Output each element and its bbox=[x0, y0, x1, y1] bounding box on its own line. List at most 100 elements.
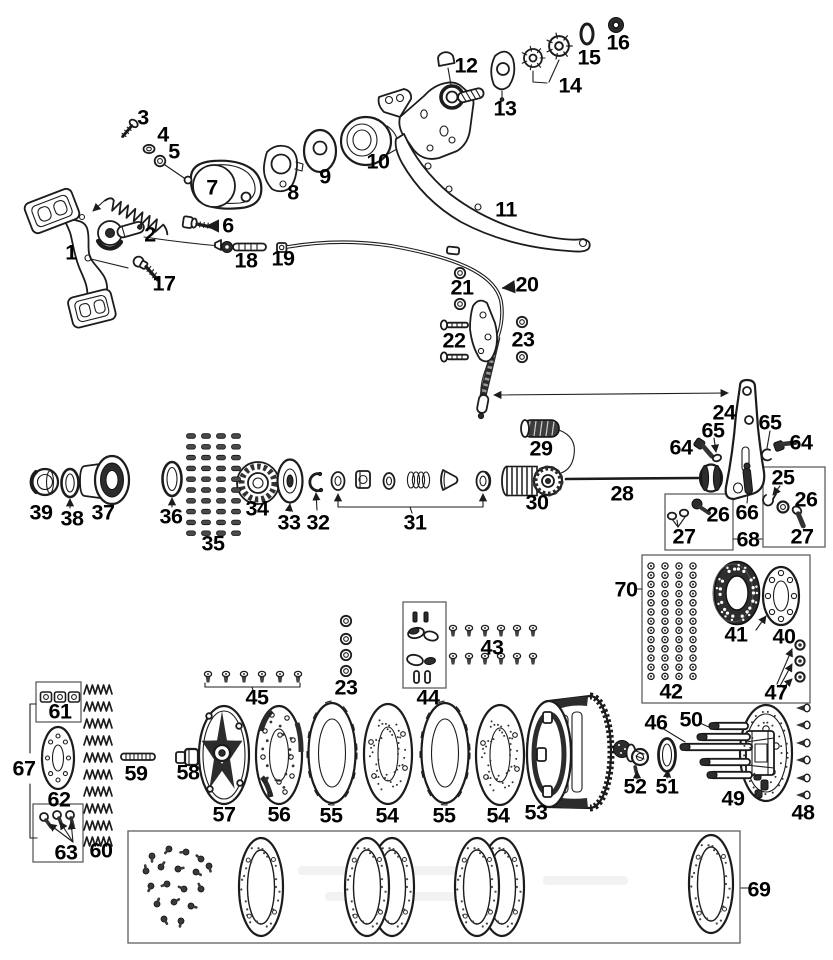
part-30-pushrod-gear bbox=[501, 465, 564, 497]
part-18-cable-adjuster bbox=[214, 239, 267, 253]
part-19-nut bbox=[276, 242, 288, 253]
part-label-32: 32 bbox=[307, 511, 330, 535]
part-label-22: 22 bbox=[443, 329, 466, 353]
part-label-48: 48 bbox=[792, 801, 815, 825]
part-label-44: 44 bbox=[417, 686, 440, 710]
group-67-bracket bbox=[29, 703, 38, 839]
part-label-28: 28 bbox=[611, 482, 634, 506]
part-55-steel-plate-2 bbox=[419, 700, 471, 806]
group-boxes bbox=[32, 466, 826, 944]
part-label-62: 62 bbox=[48, 788, 71, 812]
part-53-clutch-drum bbox=[525, 692, 615, 812]
part-label-14: 14 bbox=[559, 74, 582, 98]
part-label-1: 1 bbox=[65, 241, 77, 265]
part-55-steel-plate-1 bbox=[306, 700, 358, 806]
part-label-2: 2 bbox=[144, 223, 156, 247]
part-label-64: 64 bbox=[790, 431, 813, 455]
part-65-washer-left bbox=[711, 453, 723, 463]
part-label-24: 24 bbox=[713, 401, 736, 425]
part-label-60: 60 bbox=[90, 839, 113, 863]
part-label-27: 27 bbox=[673, 525, 696, 549]
part-label-65: 65 bbox=[759, 411, 782, 435]
part-39-bearing bbox=[29, 467, 60, 497]
part-label-19: 19 bbox=[272, 247, 295, 271]
part-3-screw bbox=[121, 118, 139, 138]
part-38-ring bbox=[60, 467, 80, 499]
group-61-nuts bbox=[35, 681, 82, 723]
part-label-41: 41 bbox=[725, 623, 748, 647]
part-label-55: 55 bbox=[433, 804, 456, 828]
part-label-57: 57 bbox=[213, 803, 236, 827]
part-32-c-clip bbox=[308, 471, 324, 493]
parts-44-57-clutch-pack bbox=[197, 611, 794, 812]
part-label-68: 68 bbox=[737, 528, 760, 552]
part-52-adjuster-nut-set bbox=[613, 740, 650, 780]
part-label-50: 50 bbox=[680, 708, 703, 732]
part-57-pressure-plate bbox=[197, 704, 251, 806]
part-label-37: 37 bbox=[92, 501, 115, 525]
part-label-63: 63 bbox=[55, 841, 78, 865]
part-label-20: 20 bbox=[516, 273, 539, 297]
part-28-rod bbox=[564, 476, 700, 481]
part-15-spacer-ring bbox=[579, 22, 595, 46]
part-label-30: 30 bbox=[526, 491, 549, 515]
part-47-screw-leaders bbox=[776, 648, 793, 689]
part-label-40: 40 bbox=[773, 625, 796, 649]
part-label-35: 35 bbox=[202, 532, 225, 556]
part-label-31: 31 bbox=[404, 511, 427, 535]
part-label-39: 39 bbox=[30, 501, 53, 525]
part-34-roller-retainer bbox=[236, 461, 280, 505]
part-40-retainer-plate bbox=[761, 565, 801, 627]
part-label-52: 52 bbox=[624, 775, 647, 799]
pedal-pad-top bbox=[23, 187, 81, 235]
part-6-bolt bbox=[181, 215, 213, 229]
part-label-23: 23 bbox=[335, 676, 358, 700]
part-label-47: 47 bbox=[765, 681, 788, 705]
wheel-studs bbox=[679, 721, 753, 780]
part-11-bracket-arm bbox=[377, 17, 624, 253]
part-label-54: 54 bbox=[487, 804, 510, 828]
part-label-11: 11 bbox=[495, 198, 517, 222]
part-label-56: 56 bbox=[268, 803, 291, 827]
part-label-38: 38 bbox=[61, 507, 84, 531]
part-59-threaded-rod bbox=[120, 752, 156, 761]
part-26-screw-boxed bbox=[691, 498, 711, 515]
part-label-29: 29 bbox=[530, 437, 553, 461]
part-label-6: 6 bbox=[222, 214, 234, 238]
part-label-16: 16 bbox=[607, 31, 630, 55]
part-58-adjuster bbox=[175, 747, 200, 767]
part-26-nut-right bbox=[776, 500, 790, 514]
part-label-21: 21 bbox=[451, 276, 474, 300]
part-label-18: 18 bbox=[235, 249, 258, 273]
part-24-release-lever bbox=[724, 378, 766, 501]
group-63-screws bbox=[32, 803, 84, 863]
part-label-5: 5 bbox=[168, 140, 180, 164]
part-label-43: 43 bbox=[481, 636, 504, 660]
part-label-7: 7 bbox=[206, 176, 218, 200]
part-label-61: 61 bbox=[49, 700, 72, 724]
part-return-spring bbox=[103, 197, 169, 236]
part-20-clutch-cable bbox=[286, 240, 729, 420]
part-5-nut bbox=[153, 154, 167, 168]
part-54-friction-disc-1 bbox=[362, 702, 414, 806]
part-56-drilled-disc bbox=[254, 704, 304, 806]
part-31-adjuster-hardware bbox=[330, 469, 492, 514]
parts-24-39-release-mechanism bbox=[29, 378, 806, 540]
part-65-clip-right bbox=[761, 448, 772, 462]
group-69-friction-rings bbox=[127, 830, 741, 944]
part-label-27: 27 bbox=[791, 525, 814, 549]
hardware-sets bbox=[39, 266, 811, 938]
part-label-67: 67 bbox=[13, 757, 36, 781]
part-12-acorn-nut bbox=[437, 51, 456, 67]
part-label-59: 59 bbox=[125, 762, 148, 786]
part-2-clevis-pin bbox=[116, 221, 145, 239]
parts-58-63-spring-group bbox=[29, 703, 200, 843]
part-label-13: 13 bbox=[494, 97, 517, 121]
part-label-12: 12 bbox=[455, 54, 478, 78]
part-label-64: 64 bbox=[670, 436, 693, 460]
pedal-pad-bottom bbox=[67, 288, 117, 329]
part-label-51: 51 bbox=[656, 775, 679, 799]
part-64-screw-right bbox=[773, 440, 798, 452]
